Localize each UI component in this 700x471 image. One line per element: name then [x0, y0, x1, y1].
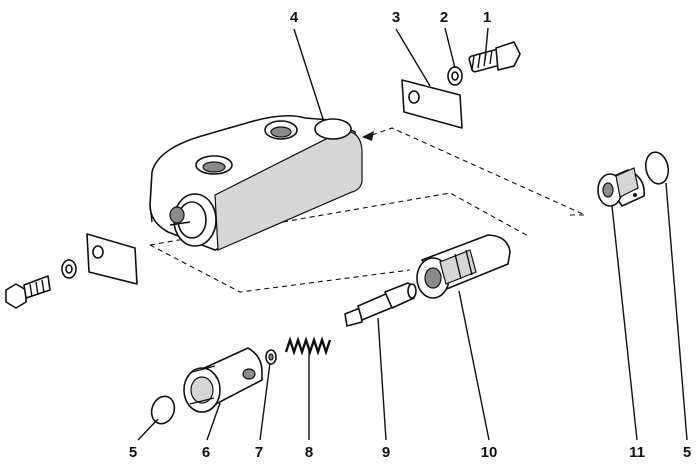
callout-5-left: 5	[129, 444, 137, 461]
part-1-bolt-top	[468, 41, 521, 73]
callout-8: 8	[305, 444, 313, 461]
part-9-plunger	[344, 282, 417, 327]
lock-washer-left	[61, 259, 77, 279]
callout-4: 4	[290, 9, 299, 26]
callouts: 1 2 3 4 5 6 7 8 9 10 11 5	[129, 9, 691, 461]
part-4-housing	[149, 114, 374, 251]
part-7-washer	[265, 349, 277, 365]
callout-5-right: 5	[683, 444, 691, 461]
callout-10: 10	[481, 444, 498, 461]
part-11-plug	[597, 167, 645, 207]
callout-1: 1	[483, 9, 491, 26]
callout-7: 7	[255, 444, 263, 461]
part-6-sleeve	[183, 347, 263, 413]
part-8-spring	[284, 336, 332, 356]
plate-left	[86, 233, 138, 285]
callout-3: 3	[392, 9, 400, 26]
part-10-spool	[416, 234, 511, 299]
callout-6: 6	[202, 444, 210, 461]
callout-9: 9	[382, 444, 390, 461]
leader-lines	[137, 27, 688, 441]
part-3-plate-top	[401, 79, 463, 129]
part-2-lock-washer-top	[447, 66, 463, 86]
callout-2: 2	[440, 9, 448, 26]
part-5-o-ring-left	[150, 395, 176, 425]
part-5-o-ring-right	[644, 151, 670, 185]
bolt-left	[5, 275, 51, 309]
callout-11: 11	[629, 444, 645, 461]
